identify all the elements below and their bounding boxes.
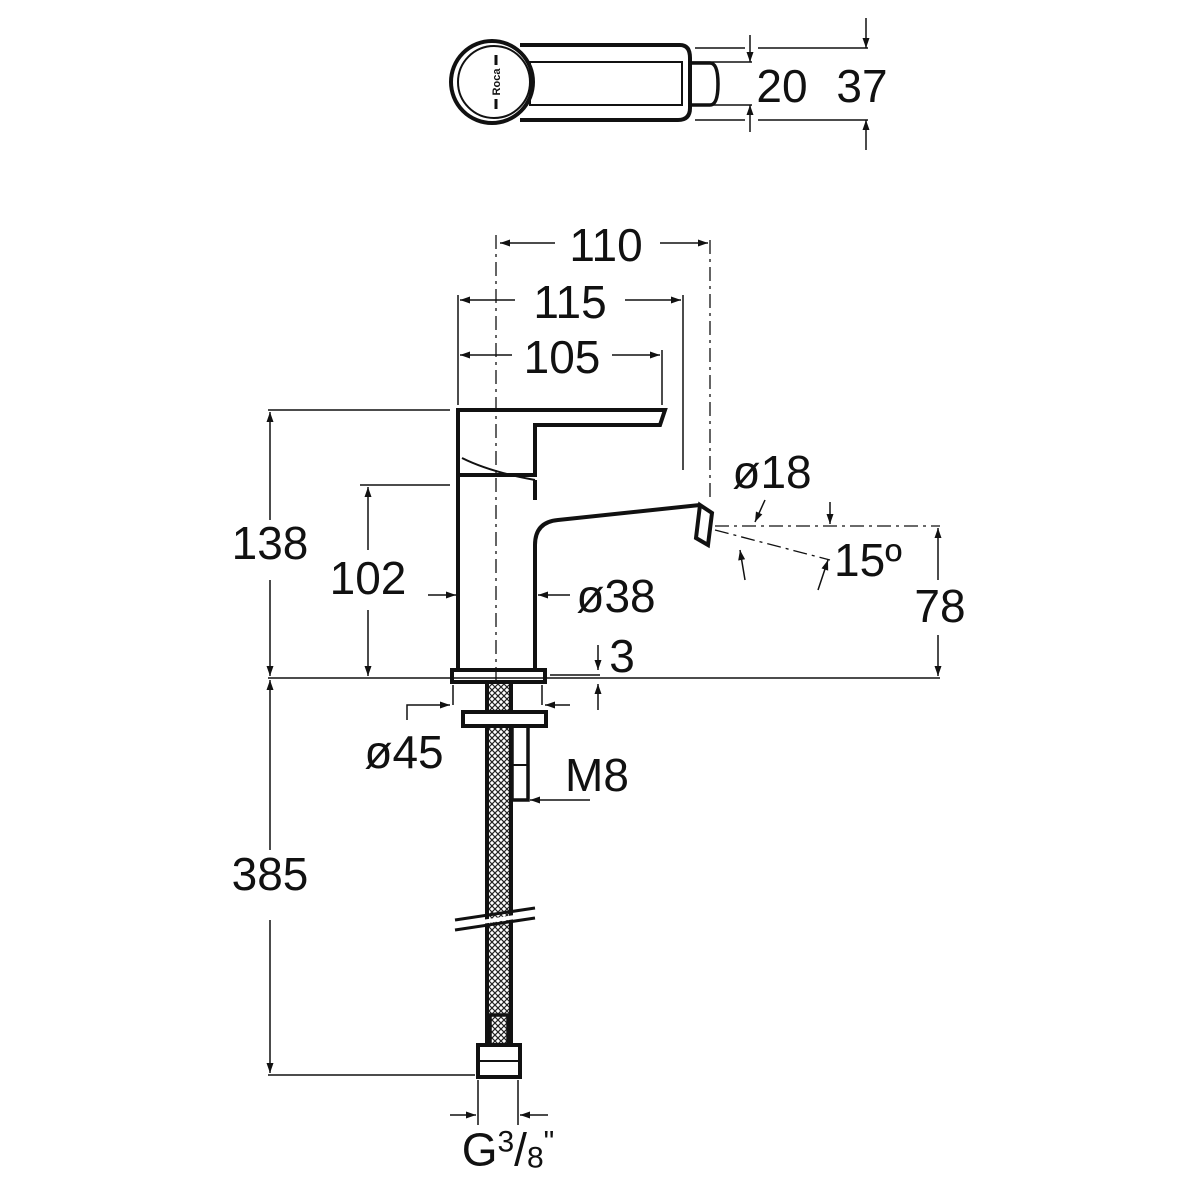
dim-connection-g38: G3/8" (462, 1127, 555, 1174)
dim-base-diameter: ø45 (364, 726, 444, 778)
connection-sep: / (514, 1123, 527, 1176)
connection-num: 3 (497, 1125, 515, 1159)
dim-105: 105 (523, 331, 601, 383)
dim-102: 102 (329, 552, 407, 604)
dim-spout-angle: 15º (834, 534, 902, 586)
dim-138: 138 (231, 517, 309, 569)
dim-body-diameter: ø38 (576, 570, 656, 622)
connection-suffix: " (543, 1125, 555, 1159)
dim-110: 110 (569, 219, 643, 271)
dim-115: 115 (533, 276, 607, 328)
dim-20: 20 (756, 60, 808, 112)
front-view (266, 235, 942, 1125)
dim-m8: M8 (565, 749, 629, 801)
dim-385: 385 (231, 848, 309, 900)
dim-3: 3 (609, 630, 635, 682)
connection-den: 8 (526, 1141, 544, 1175)
dim-spout-diameter: ø18 (732, 446, 812, 498)
top-view: Roca (449, 18, 870, 150)
connection-prefix: G (461, 1123, 498, 1176)
roca-logo: Roca (491, 68, 503, 96)
dim-37: 37 (836, 60, 888, 112)
dim-78: 78 (914, 580, 966, 632)
